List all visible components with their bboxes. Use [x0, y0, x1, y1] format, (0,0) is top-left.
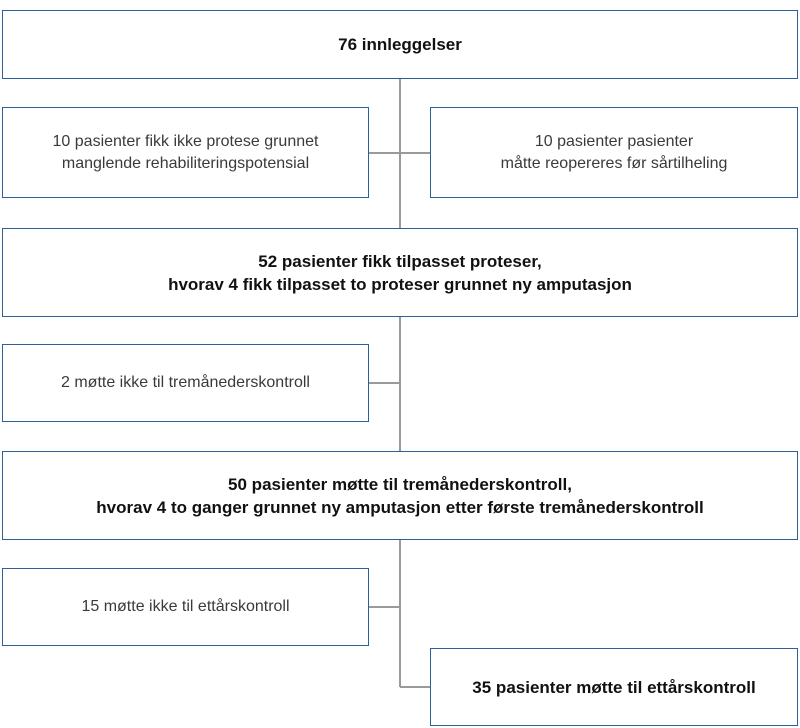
admissions-box: 76 innleggelser	[2, 10, 798, 79]
connector-branch-left-2	[369, 382, 400, 384]
connector-vertical-3	[399, 540, 401, 687]
connector-branch-left-3	[369, 606, 400, 608]
missed-1year-box: 15 møtte ikke til ettårskontroll	[2, 568, 369, 646]
fitted-box: 52 pasienter fikk tilpasset proteser, hv…	[2, 228, 798, 317]
missed-3month-box: 2 møtte ikke til tremånederskontroll	[2, 344, 369, 422]
admissions-line-1: 76 innleggelser	[338, 35, 462, 54]
connector-branch-right-3	[400, 686, 430, 688]
attended-1year-box: 35 pasienter møtte til ettårskontroll	[430, 648, 798, 726]
no-prosthesis-box: 10 pasienter fikk ikke protese grunnet m…	[2, 107, 369, 198]
fitted-line-1: 52 pasienter fikk tilpasset proteser,	[258, 251, 542, 271]
attended-3month-line-2: hvorav 4 to ganger grunnet ny amputasjon…	[96, 497, 704, 517]
no-prosthesis-line-2: manglende rehabiliteringspotensial	[61, 154, 310, 172]
connector-branch-left-1	[369, 152, 400, 154]
attended-1year-line-1: 35 pasienter møtte til ettårskontroll	[472, 677, 756, 697]
reoperated-line-1: 10 pasienter pasienter	[534, 132, 694, 150]
missed-3month-line-1: 2 møtte ikke til tremånederskontroll	[61, 374, 310, 391]
no-prosthesis-line-1: 10 pasienter fikk ikke protese grunnet	[52, 132, 319, 150]
connector-branch-right-1	[400, 152, 430, 154]
missed-1year-line-1: 15 møtte ikke til ettårskontroll	[81, 598, 290, 615]
reoperated-line-2: måtte reopereres før sårtilheling	[500, 154, 728, 172]
attended-3month-line-1: 50 pasienter møtte til tremånederskontro…	[228, 474, 572, 494]
reoperated-box: 10 pasienter pasienter måtte reopereres …	[430, 107, 798, 198]
attended-3month-box: 50 pasienter møtte til tremånederskontro…	[2, 451, 798, 540]
fitted-line-2: hvorav 4 fikk tilpasset to proteser grun…	[168, 274, 632, 294]
connector-vertical-2	[399, 317, 401, 451]
